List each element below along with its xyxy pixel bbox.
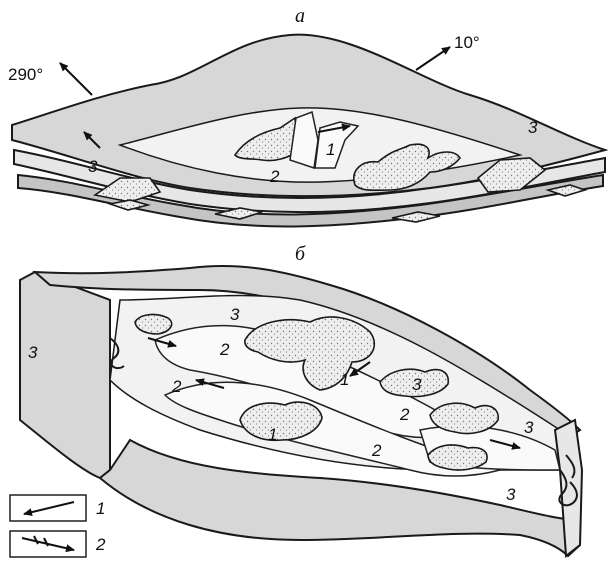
label-b-2-b: 2	[171, 377, 182, 396]
label-a-3-right: 3	[528, 118, 538, 137]
direction-label-10: 10°	[454, 33, 480, 52]
legend-item-2: 2	[10, 531, 106, 557]
label-b-2-d: 2	[371, 441, 382, 460]
panel-b-label: б	[295, 243, 306, 265]
left-wall	[20, 272, 110, 478]
label-b-3-bottom: 3	[506, 485, 516, 504]
legend: 1 2	[10, 495, 106, 557]
fold-structure-b5	[428, 445, 487, 470]
panel-a: а 290° 10° 3 3	[8, 5, 605, 226]
label-b-2-c: 2	[399, 405, 410, 424]
panel-a-label: а	[295, 5, 305, 27]
label-b-1-a: 1	[340, 370, 349, 389]
label-a-2: 2	[269, 167, 280, 186]
label-b-3-right: 3	[524, 418, 534, 437]
label-a-3-left: 3	[88, 157, 98, 176]
legend-number-2: 2	[95, 535, 106, 554]
direction-arrow-290	[60, 63, 92, 95]
legend-item-1: 1	[10, 495, 105, 521]
label-a-1: 1	[326, 140, 335, 159]
label-b-3-left: 3	[28, 343, 38, 362]
label-b-2-a: 2	[219, 340, 230, 359]
label-b-3-top: 3	[230, 305, 240, 324]
label-b-1-b: 1	[268, 425, 277, 444]
legend-number-1: 1	[96, 499, 105, 518]
label-b-3-mid: 3	[412, 375, 422, 394]
direction-arrow-10	[416, 47, 450, 70]
direction-label-290: 290°	[8, 65, 43, 84]
